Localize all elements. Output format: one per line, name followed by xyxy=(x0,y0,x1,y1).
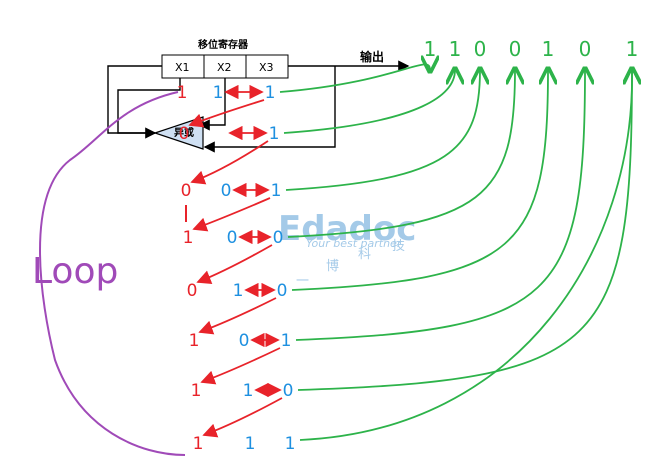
output-bit-1: 1 xyxy=(424,37,437,61)
step-row: 1 0 0 xyxy=(183,228,284,285)
step-x3-bit: 1 xyxy=(265,83,276,103)
step-x2-bit: 0 xyxy=(221,181,232,201)
feedback-arrow xyxy=(196,244,273,285)
step-x3-bit: 1 xyxy=(269,124,280,144)
register-cell-x2-label: X2 xyxy=(217,61,232,74)
feedback-arrow xyxy=(188,99,265,128)
shift-register: 移位寄存器 X1 X2 X3 xyxy=(161,38,289,79)
feedback-arrow xyxy=(202,397,283,438)
watermark-char-1: 一 xyxy=(296,274,309,289)
step-row: 0 0 1 xyxy=(181,181,282,232)
feedback-arrow xyxy=(190,140,269,185)
step-x2-bit: 1 xyxy=(245,434,256,454)
output-curve xyxy=(285,70,480,191)
step-x3-bit: 0 xyxy=(277,281,288,301)
step-x3-bit: 1 xyxy=(281,331,292,351)
output-curve xyxy=(287,70,515,238)
step-x3-bit: 0 xyxy=(283,381,294,401)
output-bit-3: 0 xyxy=(474,37,487,61)
step-feedback-bit: 0 xyxy=(179,124,190,144)
watermark-brand: Edadoc xyxy=(278,209,416,249)
step-x3-bit: 0 xyxy=(273,228,284,248)
feedback-arrow xyxy=(200,347,281,385)
step-feedback-bit: 1 xyxy=(191,381,202,401)
step-feedback-bit: 0 xyxy=(187,281,198,301)
register-cell-x3-label: X3 xyxy=(259,61,274,74)
step-x2-bit: 0 xyxy=(239,331,250,351)
feedback-arrow xyxy=(198,297,277,335)
loop-annotation: Loop xyxy=(32,91,186,456)
step-row: 0 1 0 xyxy=(187,281,288,335)
step-row: 1 0 1 xyxy=(189,331,292,385)
xor-label: 异或 xyxy=(174,126,194,139)
output-bit-4: 0 xyxy=(509,37,522,61)
step-feedback-bit: 1 xyxy=(189,331,200,351)
step-row: 1 1 0 xyxy=(191,381,294,438)
output-label: 输出 xyxy=(360,49,384,64)
watermark-char-2: 博 xyxy=(326,259,339,274)
step-feedback-bit: 1 xyxy=(177,83,188,103)
output-bit-6: 0 xyxy=(579,37,592,61)
register-title: 移位寄存器 xyxy=(198,38,249,51)
step-feedback-bit: 1 xyxy=(183,228,194,248)
output-bit-2: 1 xyxy=(449,37,462,61)
step-row: 1 1 1 xyxy=(177,83,276,128)
output-curve xyxy=(279,64,430,93)
step-feedback-bit: 1 xyxy=(193,434,204,454)
watermark-char-3: 科 xyxy=(358,247,371,262)
output-curve xyxy=(283,70,455,134)
step-x3-bit: 1 xyxy=(285,434,296,454)
step-x2-bit: 0 xyxy=(227,228,238,248)
output-curve xyxy=(291,70,548,291)
register-wiring xyxy=(107,60,410,153)
step-x2-bit: 1 xyxy=(233,281,244,301)
output-curves xyxy=(279,64,632,441)
step-x3-bit: 1 xyxy=(271,181,282,201)
step-x2-bit: 1 xyxy=(243,381,254,401)
output-curve xyxy=(297,70,632,391)
step-row: 1 1 1 xyxy=(193,434,296,454)
output-bit-5: 1 xyxy=(542,37,555,61)
watermark-tagline: Your best partner xyxy=(306,237,403,250)
step-feedback-bit: 0 xyxy=(181,181,192,201)
register-cell-x1-label: X1 xyxy=(175,61,190,74)
loop-label: Loop xyxy=(32,251,118,292)
watermark: Edadoc Your best partner 一 博 科 技 xyxy=(278,209,416,289)
loop-curve xyxy=(39,91,186,456)
feedback-arrow xyxy=(192,197,271,232)
output-curve xyxy=(295,70,585,341)
watermark-char-4: 技 xyxy=(392,239,405,254)
output-curve xyxy=(299,70,632,441)
output-bit-7: 1 xyxy=(626,37,639,61)
step-x2-bit: 1 xyxy=(213,83,224,103)
